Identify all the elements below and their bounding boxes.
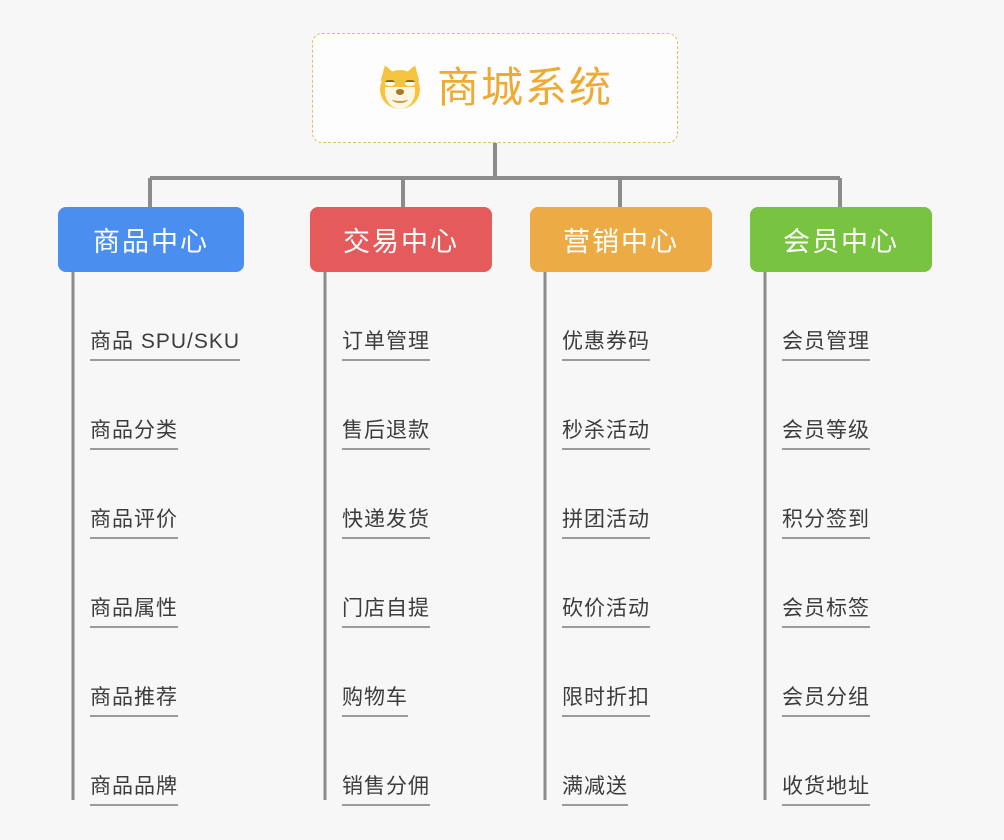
leaf-label: 积分签到	[782, 508, 870, 539]
leaf-list-2: 订单管理 售后退款 快递发货 门店自提 购物车 销售分佣	[310, 272, 540, 806]
leaf-item[interactable]: 售后退款	[310, 361, 540, 450]
leaf-list-3: 优惠券码 秒杀活动 拼团活动 砍价活动 限时折扣 满减送	[530, 272, 760, 806]
leaf-item[interactable]: 商品评价	[58, 450, 298, 539]
branch-header-label: 交易中心	[343, 227, 459, 257]
leaf-item[interactable]: 商品属性	[58, 539, 298, 628]
leaf-label: 商品品牌	[90, 775, 178, 806]
leaf-label: 会员管理	[782, 330, 870, 361]
leaf-item[interactable]: 限时折扣	[530, 628, 760, 717]
leaf-item[interactable]: 拼团活动	[530, 450, 760, 539]
leaf-label: 商品推荐	[90, 686, 178, 717]
leaf-item[interactable]: 商品推荐	[58, 628, 298, 717]
branch-header-marketing-center[interactable]: 营销中心	[530, 207, 712, 272]
leaf-item[interactable]: 门店自提	[310, 539, 540, 628]
leaf-label: 商品 SPU/SKU	[90, 330, 241, 361]
leaf-label: 砍价活动	[562, 597, 650, 628]
leaf-label: 订单管理	[342, 330, 430, 361]
leaf-item[interactable]: 优惠券码	[530, 272, 760, 361]
branch-header-label: 商品中心	[93, 227, 209, 257]
leaf-item[interactable]: 会员等级	[750, 361, 980, 450]
leaf-label: 会员标签	[782, 597, 870, 628]
leaf-label: 门店自提	[342, 597, 430, 628]
root-node[interactable]: 商城系统	[312, 33, 678, 143]
leaf-item[interactable]: 积分签到	[750, 450, 980, 539]
leaf-item[interactable]: 会员管理	[750, 272, 980, 361]
leaf-list-4: 会员管理 会员等级 积分签到 会员标签 会员分组 收货地址	[750, 272, 980, 806]
leaf-item[interactable]: 订单管理	[310, 272, 540, 361]
leaf-item[interactable]: 商品 SPU/SKU	[58, 272, 298, 361]
leaf-item[interactable]: 购物车	[310, 628, 540, 717]
leaf-label: 秒杀活动	[562, 419, 650, 450]
leaf-label: 购物车	[342, 686, 408, 717]
branch-column-2: 交易中心 订单管理 售后退款 快递发货 门店自提 购物车 销售分佣	[310, 207, 540, 806]
leaf-label: 满减送	[562, 775, 628, 806]
branch-header-label: 营销中心	[563, 227, 679, 257]
leaf-item[interactable]: 会员分组	[750, 628, 980, 717]
leaf-item[interactable]: 快递发货	[310, 450, 540, 539]
leaf-item[interactable]: 满减送	[530, 717, 760, 806]
leaf-label: 拼团活动	[562, 508, 650, 539]
leaf-list-1: 商品 SPU/SKU 商品分类 商品评价 商品属性 商品推荐 商品品牌	[58, 272, 298, 806]
shiba-inu-icon	[376, 62, 424, 111]
leaf-item[interactable]: 收货地址	[750, 717, 980, 806]
branch-column-4: 会员中心 会员管理 会员等级 积分签到 会员标签 会员分组 收货地址	[750, 207, 980, 806]
leaf-item[interactable]: 商品品牌	[58, 717, 298, 806]
branch-header-trade-center[interactable]: 交易中心	[310, 207, 492, 272]
leaf-label: 收货地址	[782, 775, 870, 806]
leaf-label: 商品分类	[90, 419, 178, 450]
root-title: 商城系统	[436, 64, 613, 111]
leaf-label: 优惠券码	[562, 330, 650, 361]
leaf-label: 快递发货	[342, 508, 430, 539]
leaf-label: 会员分组	[782, 686, 870, 717]
leaf-label: 商品属性	[90, 597, 178, 628]
branch-header-label: 会员中心	[783, 227, 899, 257]
branch-header-product-center[interactable]: 商品中心	[58, 207, 244, 272]
leaf-label: 售后退款	[342, 419, 430, 450]
leaf-item[interactable]: 秒杀活动	[530, 361, 760, 450]
leaf-item[interactable]: 商品分类	[58, 361, 298, 450]
leaf-label: 销售分佣	[342, 775, 430, 806]
leaf-item[interactable]: 销售分佣	[310, 717, 540, 806]
leaf-item[interactable]: 会员标签	[750, 539, 980, 628]
leaf-item[interactable]: 砍价活动	[530, 539, 760, 628]
branch-header-member-center[interactable]: 会员中心	[750, 207, 932, 272]
leaf-label: 会员等级	[782, 419, 870, 450]
leaf-label: 商品评价	[90, 508, 178, 539]
branch-column-3: 营销中心 优惠券码 秒杀活动 拼团活动 砍价活动 限时折扣 满减送	[530, 207, 760, 806]
leaf-label: 限时折扣	[562, 686, 650, 717]
branch-column-1: 商品中心 商品 SPU/SKU 商品分类 商品评价 商品属性 商品推荐 商品品牌	[58, 207, 298, 806]
